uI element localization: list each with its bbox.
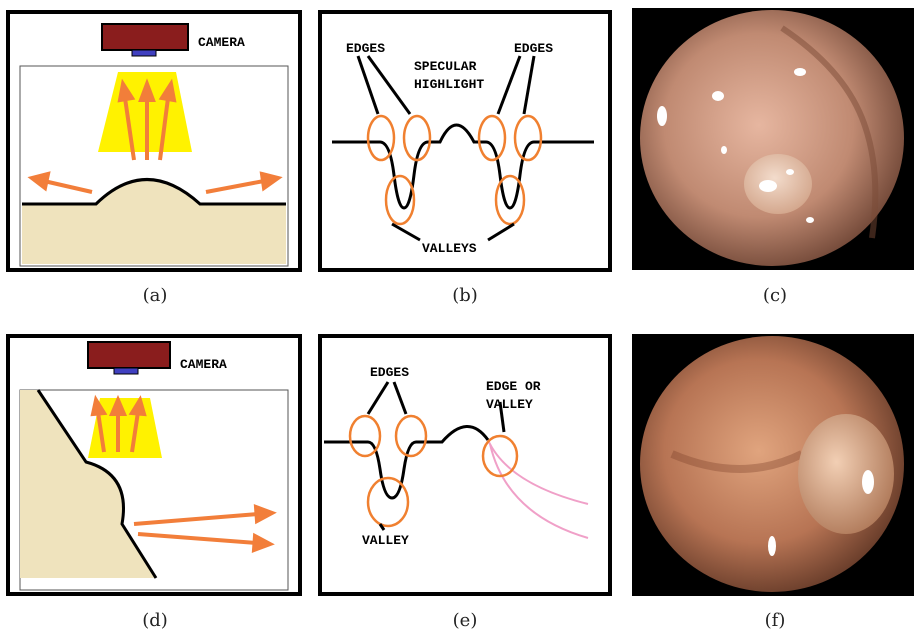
polyp <box>744 154 812 214</box>
edges-label-left: EDGES <box>346 41 385 56</box>
edge-or-valley-line2: VALLEY <box>486 397 533 412</box>
panel-c <box>632 8 914 270</box>
specular-label-line2: HIGHLIGHT <box>414 77 484 92</box>
camera-lens <box>114 368 138 374</box>
panel-a-diagram: CAMERA <box>6 10 302 272</box>
polyp <box>798 414 894 534</box>
edges-label: EDGES <box>370 365 409 380</box>
caption-a: (a) <box>115 285 195 306</box>
caption-e: (e) <box>425 610 505 631</box>
caption-f: (f) <box>735 610 815 631</box>
camera-body <box>102 24 188 50</box>
panel-e: EDGES EDGE OR VALLEY VALLEY <box>318 334 612 596</box>
endoscopy-image-f <box>632 334 914 596</box>
camera-body <box>88 342 170 368</box>
panel-e-diagram: EDGES EDGE OR VALLEY VALLEY <box>318 334 612 596</box>
panel-f <box>632 334 914 596</box>
caption-d: (d) <box>115 610 195 631</box>
endoscopy-image-c <box>632 8 914 270</box>
camera-label: CAMERA <box>198 35 245 50</box>
caption-c: (c) <box>735 285 815 306</box>
panel-a: CAMERA <box>6 10 302 272</box>
panel-d-diagram: CAMERA <box>6 334 302 596</box>
panel-d: CAMERA <box>6 334 302 596</box>
caption-b: (b) <box>425 285 505 306</box>
camera-label: CAMERA <box>180 357 227 372</box>
edges-label-right: EDGES <box>514 41 553 56</box>
valley-label: VALLEY <box>362 533 409 548</box>
edge-or-valley-line1: EDGE OR <box>486 379 541 394</box>
valleys-label: VALLEYS <box>422 241 477 256</box>
panel-b-diagram: EDGES EDGES SPECULAR HIGHLIGHT VALLEYS <box>318 10 612 272</box>
specular-label-line1: SPECULAR <box>414 59 477 74</box>
camera-lens <box>132 50 156 56</box>
panel-b: EDGES EDGES SPECULAR HIGHLIGHT VALLEYS <box>318 10 612 272</box>
